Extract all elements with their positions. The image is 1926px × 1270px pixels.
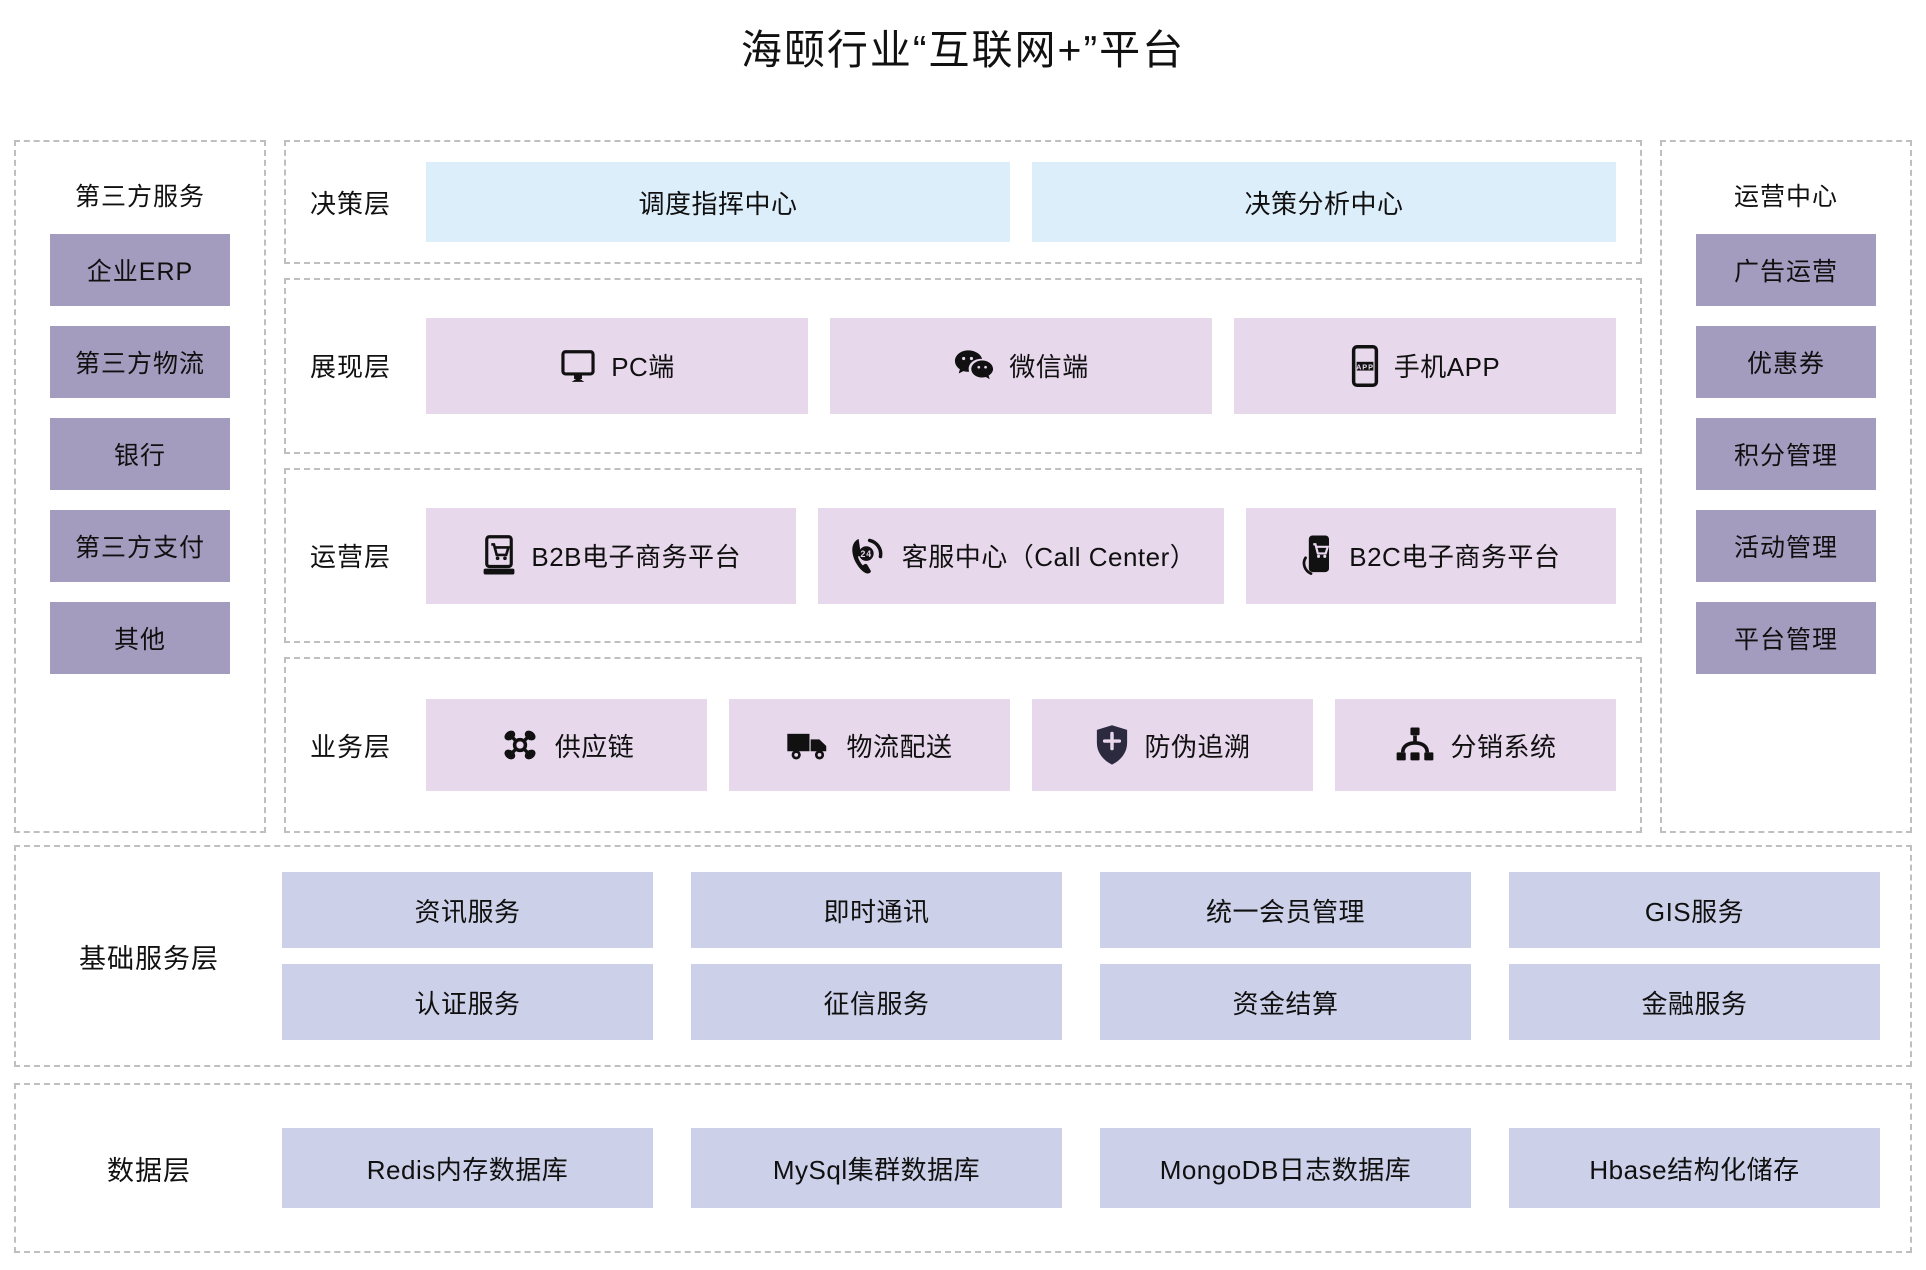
b2c-mobile-cart-icon bbox=[1301, 534, 1335, 578]
data-layer-row: Redis内存数据库 MySql集群数据库 MongoDB日志数据库 Hbase… bbox=[282, 1128, 1880, 1208]
decision-layer: 决策层 调度指挥中心 决策分析中心 bbox=[284, 140, 1642, 264]
top-zone: 第三方服务 企业ERP 第三方物流 银行 第三方支付 其他 决策层 调度指挥中心 bbox=[14, 140, 1912, 834]
sidebar-item-advertising[interactable]: 广告运营 bbox=[1696, 234, 1876, 306]
dispatch-command-center-card[interactable]: 调度指挥中心 bbox=[426, 162, 1010, 242]
business-layer-label: 业务层 bbox=[310, 731, 392, 762]
sidebar-item-coupon[interactable]: 优惠券 bbox=[1696, 326, 1876, 398]
business-layer-items: 供应链 物流配 bbox=[426, 699, 1616, 792]
b2b-platform-card[interactable]: B2B电子商务平台 bbox=[426, 507, 797, 604]
left-panel-list: 企业ERP 第三方物流 银行 第三方支付 其他 bbox=[16, 234, 264, 674]
right-panel-list: 广告运营 优惠券 积分管理 活动管理 平台管理 bbox=[1662, 234, 1910, 674]
call-center-card[interactable]: 24 客服中心（Call Center） bbox=[818, 507, 1224, 604]
anti-counterfeit-card[interactable]: 防伪追溯 bbox=[1032, 699, 1313, 792]
call-center-label: 客服中心（Call Center） bbox=[901, 542, 1197, 572]
service-authentication-card[interactable]: 认证服务 bbox=[282, 964, 653, 1040]
sidebar-item-third-party-payment[interactable]: 第三方支付 bbox=[50, 510, 230, 582]
data-layer-label: 数据层 bbox=[107, 1155, 191, 1186]
service-financial-card[interactable]: 金融服务 bbox=[1509, 964, 1880, 1040]
mobile-app-icon: APP bbox=[1350, 344, 1380, 387]
sidebar-item-points-management[interactable]: 积分管理 bbox=[1696, 418, 1876, 490]
basic-service-row: 认证服务 征信服务 资金结算 金融服务 bbox=[282, 964, 1880, 1040]
b2c-platform-card[interactable]: B2C电子商务平台 bbox=[1245, 507, 1616, 604]
decision-analysis-center-label: 决策分析中心 bbox=[1244, 188, 1404, 219]
basic-service-row: 资讯服务 即时通讯 统一会员管理 GIS服务 bbox=[282, 872, 1880, 948]
right-panel-title: 运营中心 bbox=[1733, 183, 1838, 211]
anti-counterfeit-label: 防伪追溯 bbox=[1144, 731, 1251, 762]
pc-client-label: PC端 bbox=[611, 352, 675, 383]
svg-text:APP: APP bbox=[1356, 362, 1374, 371]
service-news-card[interactable]: 资讯服务 bbox=[282, 872, 653, 948]
db-redis-card[interactable]: Redis内存数据库 bbox=[282, 1128, 653, 1208]
wechat-client-label: 微信端 bbox=[1009, 352, 1089, 383]
db-mongodb-card[interactable]: MongoDB日志数据库 bbox=[1100, 1128, 1471, 1208]
data-layer-grid: Redis内存数据库 MySql集群数据库 MongoDB日志数据库 Hbase… bbox=[282, 1128, 1910, 1208]
sidebar-item-erp[interactable]: 企业ERP bbox=[50, 234, 230, 306]
service-credit-card[interactable]: 征信服务 bbox=[691, 964, 1062, 1040]
distribution-system-card[interactable]: 分销系统 bbox=[1335, 699, 1616, 792]
operation-layer-label: 运营层 bbox=[310, 542, 392, 572]
left-panel-title: 第三方服务 bbox=[74, 183, 205, 211]
wechat-client-card[interactable]: 微信端 bbox=[830, 317, 1212, 414]
operation-layer-items: B2B电子商务平台 24 客服中心（Call Center） bbox=[426, 507, 1616, 604]
page-title: 海颐行业“互联网+”平台 bbox=[740, 27, 1186, 73]
service-settlement-card[interactable]: 资金结算 bbox=[1100, 964, 1471, 1040]
mobile-app-card[interactable]: APP 手机APP bbox=[1234, 317, 1616, 414]
mobile-app-label: 手机APP bbox=[1393, 352, 1501, 383]
distribution-system-label: 分销系统 bbox=[1450, 731, 1557, 762]
basic-service-grid: 资讯服务 即时通讯 统一会员管理 GIS服务 认证服务 征信服务 资金结算 金融… bbox=[282, 872, 1910, 1040]
supply-chain-label: 供应链 bbox=[554, 731, 635, 762]
b2c-platform-label: B2C电子商务平台 bbox=[1349, 542, 1561, 572]
presentation-layer-items: PC端 微信端 bbox=[426, 317, 1616, 414]
logistics-delivery-label: 物流配送 bbox=[846, 731, 953, 762]
call-center-24-icon: 24 bbox=[846, 535, 888, 577]
sidebar-item-third-party-logistics[interactable]: 第三方物流 bbox=[50, 326, 230, 398]
third-party-services-panel: 第三方服务 企业ERP 第三方物流 银行 第三方支付 其他 bbox=[14, 140, 266, 833]
supply-chain-network-icon bbox=[499, 724, 541, 766]
decision-layer-items: 调度指挥中心 决策分析中心 bbox=[426, 162, 1616, 242]
data-layer: 数据层 Redis内存数据库 MySql集群数据库 MongoDB日志数据库 H… bbox=[14, 1083, 1912, 1253]
service-gis-card[interactable]: GIS服务 bbox=[1509, 872, 1880, 948]
basic-service-layer-label: 基础服务层 bbox=[79, 943, 219, 974]
service-unified-member-card[interactable]: 统一会员管理 bbox=[1100, 872, 1471, 948]
operation-layer: 运营层 B2B电子商务平台 bbox=[284, 467, 1642, 644]
sidebar-item-other[interactable]: 其他 bbox=[50, 602, 230, 674]
pc-client-card[interactable]: PC端 bbox=[426, 317, 808, 414]
logistics-delivery-card[interactable]: 物流配送 bbox=[729, 699, 1010, 792]
decision-layer-label: 决策层 bbox=[310, 188, 392, 219]
svg-text:24: 24 bbox=[860, 548, 871, 558]
b2b-cart-icon bbox=[481, 534, 517, 577]
presentation-layer-label: 展现层 bbox=[310, 352, 392, 383]
supply-chain-card[interactable]: 供应链 bbox=[426, 699, 707, 792]
delivery-truck-icon bbox=[786, 726, 832, 764]
sidebar-item-campaign-management[interactable]: 活动管理 bbox=[1696, 510, 1876, 582]
distribution-tree-icon bbox=[1394, 725, 1436, 765]
dispatch-command-center-label: 调度指挥中心 bbox=[638, 188, 798, 219]
basic-service-layer: 基础服务层 资讯服务 即时通讯 统一会员管理 GIS服务 认证服务 征信服务 资… bbox=[14, 845, 1912, 1067]
db-hbase-card[interactable]: Hbase结构化储存 bbox=[1509, 1128, 1880, 1208]
service-instant-messaging-card[interactable]: 即时通讯 bbox=[691, 872, 1062, 948]
b2b-platform-label: B2B电子商务平台 bbox=[531, 542, 742, 572]
monitor-icon bbox=[559, 347, 597, 385]
center-layers: 决策层 调度指挥中心 决策分析中心 展现层 bbox=[284, 140, 1642, 834]
shield-icon bbox=[1094, 723, 1130, 767]
db-mysql-card[interactable]: MySql集群数据库 bbox=[691, 1128, 1062, 1208]
business-layer: 业务层 供应链 bbox=[284, 657, 1642, 834]
operation-center-panel: 运营中心 广告运营 优惠券 积分管理 活动管理 平台管理 bbox=[1660, 140, 1912, 833]
decision-analysis-center-card[interactable]: 决策分析中心 bbox=[1032, 162, 1616, 242]
sidebar-item-platform-management[interactable]: 平台管理 bbox=[1696, 602, 1876, 674]
presentation-layer: 展现层 PC端 bbox=[284, 278, 1642, 454]
wechat-icon bbox=[953, 347, 995, 385]
sidebar-item-bank[interactable]: 银行 bbox=[50, 418, 230, 490]
